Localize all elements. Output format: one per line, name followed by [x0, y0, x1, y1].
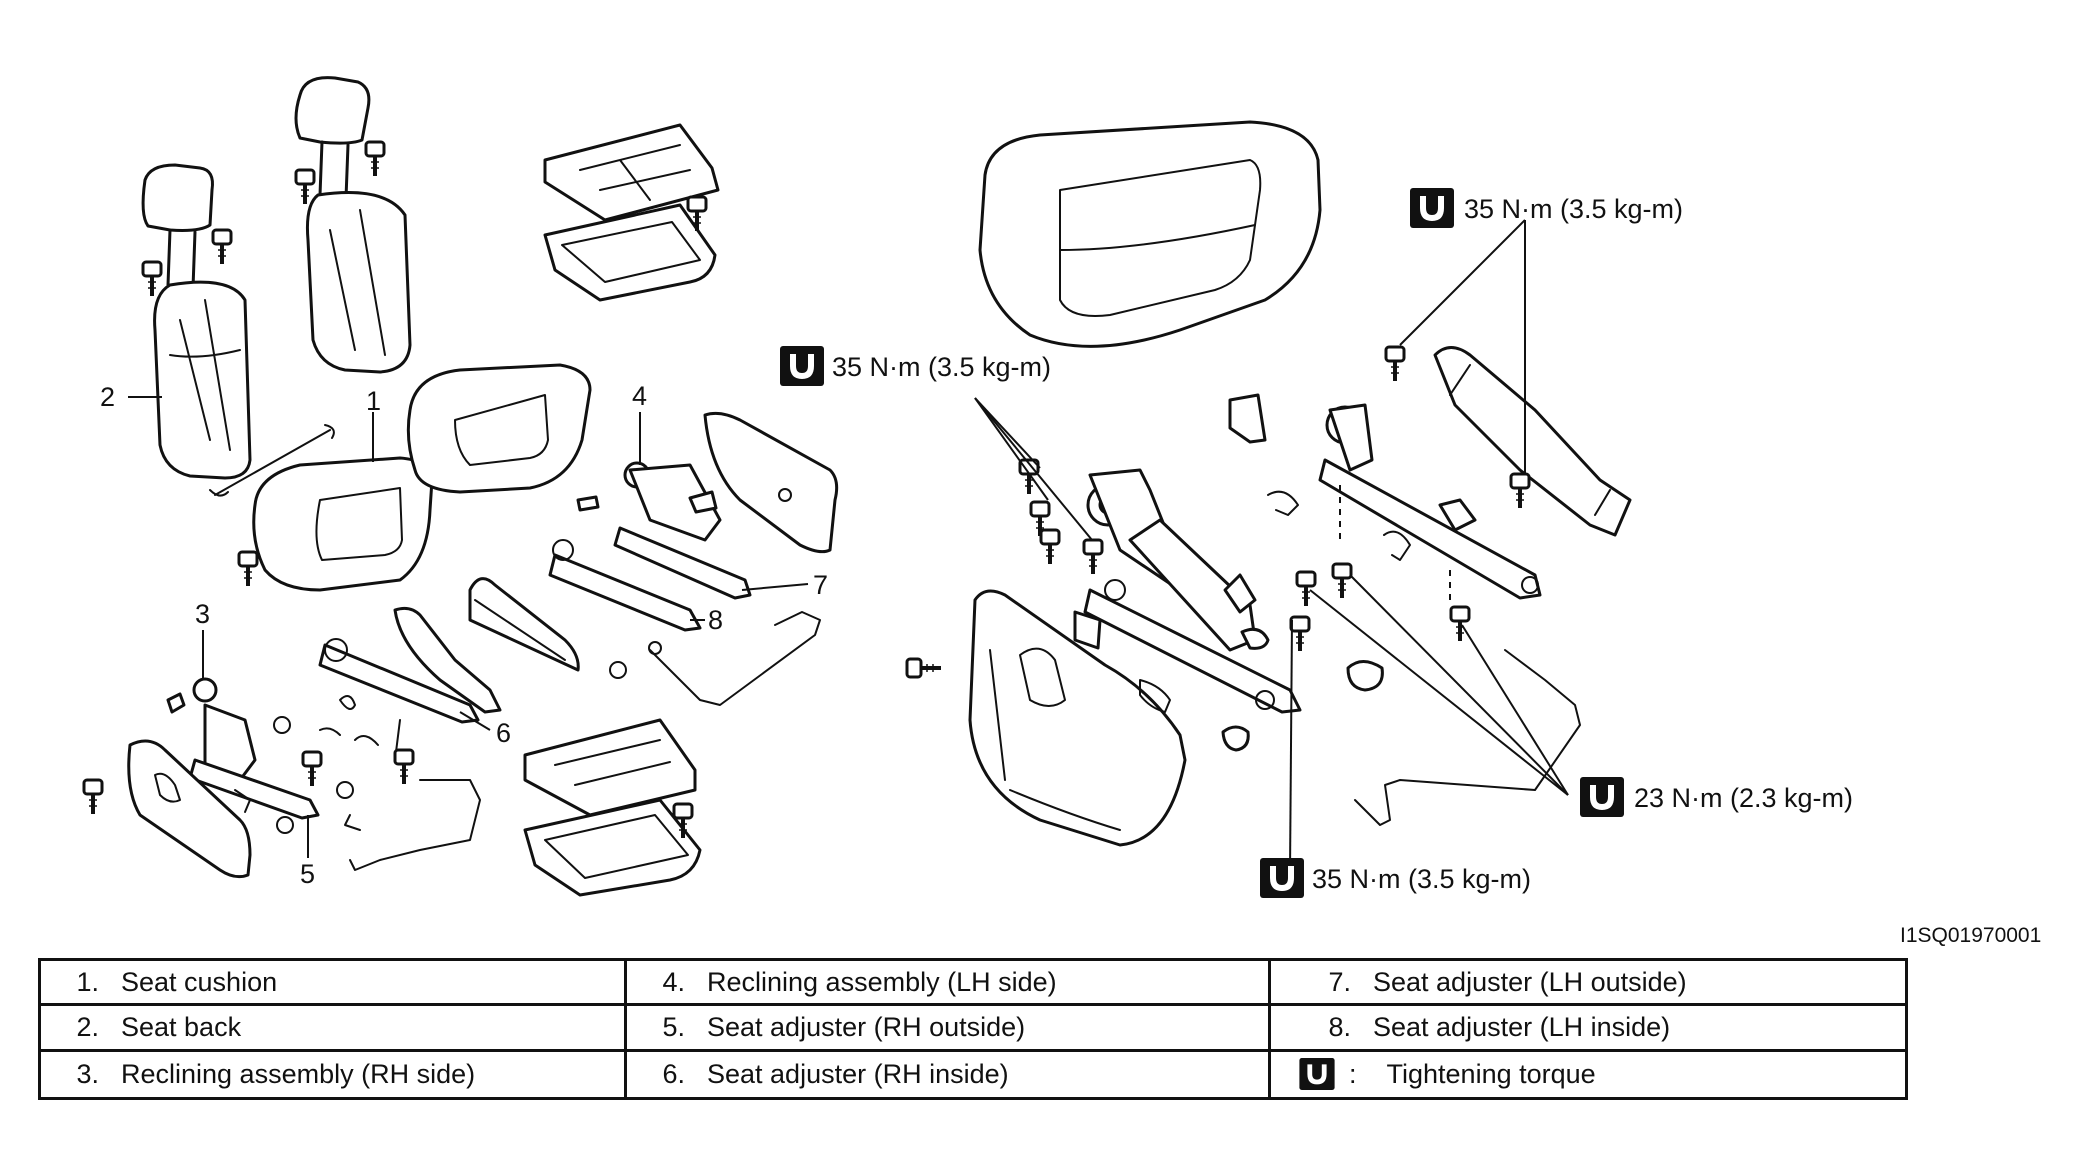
adjuster-rh — [82, 606, 502, 879]
small-bracket — [1228, 393, 1267, 444]
legend-colon: : — [1349, 1058, 1357, 1089]
legend-cell: 2. Seat back — [41, 1006, 627, 1052]
torque-wrench-icon — [1299, 1058, 1335, 1091]
legend-text: Seat adjuster (RH outside) — [707, 1011, 1026, 1042]
legend-num: 2. — [76, 1011, 99, 1042]
legend-text: Reclining assembly (RH side) — [121, 1058, 476, 1089]
seat-back-2 — [141, 163, 252, 480]
legend-text: Seat cushion — [121, 966, 278, 997]
torque-label: 35 N·m (3.5 kg-m) — [832, 352, 1051, 382]
legend-text: Tightening torque — [1386, 1058, 1596, 1089]
legend-num: 1. — [76, 966, 99, 997]
callout-5: 5 — [300, 859, 315, 889]
legend-text: Reclining assembly (LH side) — [707, 966, 1057, 997]
wire-rod — [209, 424, 335, 497]
legend-cell: 5. Seat adjuster (RH outside) — [627, 1006, 1271, 1052]
detail-seat-cushion — [978, 120, 1322, 348]
legend-cell: 4. Reclining assembly (LH side) — [627, 961, 1271, 1007]
legend-num: 8. — [1328, 1011, 1351, 1042]
torque-wrench-icon — [780, 346, 824, 386]
seat-cushion-1 — [252, 456, 434, 592]
seat-cushion-alt — [406, 363, 592, 494]
legend-text: Seat adjuster (LH inside) — [1373, 1011, 1671, 1042]
legend-num: 7. — [1328, 966, 1351, 997]
spring-clip — [1267, 490, 1299, 516]
parts-legend-table: 1. Seat cushion 4. Reclining assembly (LH … — [38, 958, 1908, 1100]
torque-wrench-icon — [1580, 777, 1624, 817]
legend-cell: 7. Seat adjuster (LH outside) — [1271, 961, 1905, 1007]
legend-num: 6. — [662, 1058, 685, 1089]
legend-text: Seat back — [121, 1011, 242, 1042]
torque-wrench-icon — [1260, 858, 1304, 898]
legend-cell: 8. Seat adjuster (LH inside) — [1271, 1006, 1905, 1052]
callout-2: 2 — [100, 382, 115, 412]
seat-frame-top — [543, 123, 720, 302]
legend-cell: 1. Seat cushion — [41, 961, 627, 1007]
seat-back-alt — [294, 76, 412, 374]
legend-num: 4. — [662, 966, 685, 997]
seat-frame-bottom — [523, 718, 702, 897]
side-cover-rh — [468, 577, 580, 672]
legend-cell: 3. Reclining assembly (RH side) — [41, 1051, 627, 1097]
torque-label: 35 N·m (3.5 kg-m) — [1464, 194, 1683, 224]
right-detail: 35 N·m (3.5 kg-m) 35 N·m (3.5 kg-m) 23 N… — [780, 120, 2041, 947]
torque-label: 23 N·m (2.3 kg-m) — [1634, 783, 1853, 813]
callout-7: 7 — [813, 570, 828, 600]
callout-4: 4 — [632, 381, 647, 411]
torque-label: 35 N·m (3.5 kg-m) — [1312, 864, 1531, 894]
detail-wire — [1354, 649, 1581, 826]
detail-adjuster-lh — [1318, 346, 1632, 600]
adjuster-lh — [548, 411, 839, 632]
legend-num: 5. — [662, 1011, 685, 1042]
legend-num: 3. — [76, 1058, 99, 1089]
torque-wrench-icon — [1410, 188, 1454, 228]
detail-side-cover — [968, 589, 1187, 847]
legend-cell: : Tightening torque — [1271, 1052, 1905, 1097]
left-assembly: 1 2 3 4 5 6 7 8 — [82, 76, 839, 897]
legend-text: Seat adjuster (LH outside) — [1373, 966, 1687, 997]
callout-1: 1 — [366, 386, 381, 416]
callout-3: 3 — [195, 599, 210, 629]
figure-code: I1SQ01970001 — [1900, 924, 2041, 947]
legend-text: Seat adjuster (RH inside) — [707, 1058, 1009, 1089]
callout-6: 6 — [496, 718, 511, 748]
legend-cell: 6. Seat adjuster (RH inside) — [627, 1051, 1271, 1097]
callout-8: 8 — [708, 605, 723, 635]
wire-lh — [649, 611, 821, 706]
